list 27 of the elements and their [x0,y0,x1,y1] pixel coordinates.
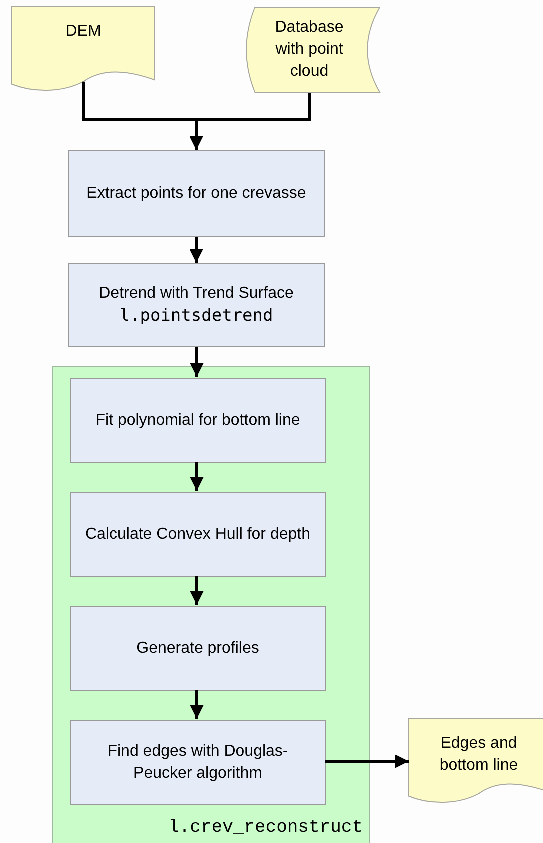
step-text: Generate profiles [136,638,260,658]
arrow [190,462,204,491]
process-box [70,378,326,463]
process-box [70,492,326,577]
arrow [190,93,311,150]
group-panel [52,366,370,843]
step-text: Database with point cloud [274,18,345,82]
process-box [68,150,325,237]
document-shape [12,7,155,93]
step-text: Detrend with Trend Surface [99,284,294,304]
step-text: DEM [66,22,102,42]
arrow [190,576,204,605]
process-box [70,720,326,805]
step-text: Calculate Convex Hull for depth [85,524,310,544]
arrow [190,237,204,263]
step-text: Fit polynomial for bottom line [96,410,300,430]
step-text: Find edges with Douglas-Peucker algorithm [106,742,290,784]
document-shape [409,719,543,805]
arrow [190,690,204,719]
step-text: Edges and bottom line [438,734,520,776]
process-box [68,263,325,347]
process-box [70,606,326,691]
command-name: l.pointsdetrend [120,305,274,327]
arrow [190,347,204,377]
module-name: l.crev_reconstruct [168,817,363,839]
step-text: Extract points for one crevasse [86,184,306,204]
arrow [325,754,409,768]
